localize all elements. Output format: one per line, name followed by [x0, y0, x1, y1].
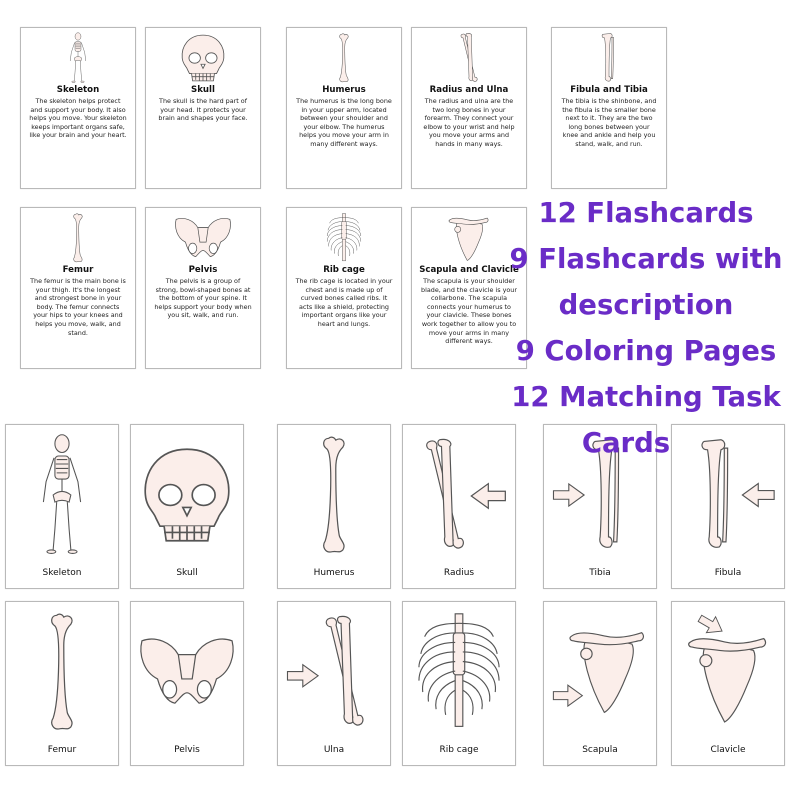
- femur-icon: [21, 212, 135, 264]
- desc-card-scapula-clavicle: Scapula and Clavicle The scapula is your…: [411, 207, 527, 369]
- fibula-tibia-icon: [552, 32, 666, 84]
- pelvis-icon: [135, 610, 239, 734]
- desc-card-text: The skull is the hard part of your head.…: [158, 97, 248, 123]
- radius-arrow-icon: [407, 433, 511, 557]
- match-card-clavicle: Clavicle: [671, 601, 785, 766]
- desc-card-title: Fibula and Tibia: [570, 85, 648, 95]
- match-card-label: Scapula: [582, 745, 618, 755]
- desc-card-text: The rib cage is located in your chest an…: [295, 277, 393, 328]
- desc-card-pelvis: Pelvis The pelvis is a group of strong, …: [145, 207, 261, 369]
- match-card-label: Tibia: [589, 568, 611, 578]
- match-card-label: Humerus: [313, 568, 355, 578]
- match-card-label: Clavicle: [710, 745, 746, 755]
- match-card-fibula: Fibula: [671, 424, 785, 589]
- desc-card-fibula-tibia: Fibula and Tibia The tibia is the shinbo…: [551, 27, 667, 189]
- match-card-label: Femur: [47, 745, 77, 755]
- desc-card-text: The tibia is the shinbone, and the fibul…: [561, 97, 657, 148]
- desc-card-rib-cage: Rib cage The rib cage is located in your…: [286, 207, 402, 369]
- skeleton-icon: [10, 433, 114, 557]
- femur-icon: [10, 610, 114, 734]
- match-card-label: Fibula: [714, 568, 742, 578]
- desc-card-text: The femur is the main bone is your thigh…: [30, 277, 126, 337]
- match-card-label: Ulna: [323, 745, 345, 755]
- match-card-skull: Skull: [130, 424, 244, 589]
- match-card-ulna: Ulna: [277, 601, 391, 766]
- desc-card-humerus: Humerus The humerus is the long bone in …: [286, 27, 402, 189]
- promo-line: Cards: [581, 427, 671, 459]
- skull-icon: [146, 32, 260, 84]
- promo-line: 12 Flashcards: [538, 197, 754, 229]
- match-card-tibia: Tibia: [543, 424, 657, 589]
- desc-card-title: Radius and Ulna: [429, 85, 509, 95]
- match-card-label: Skeleton: [42, 568, 82, 578]
- skeleton-icon: [21, 32, 135, 84]
- clavicle-arrow-icon: [676, 610, 780, 734]
- match-card-label: Skull: [176, 568, 198, 578]
- match-card-radius: Radius: [402, 424, 516, 589]
- desc-card-femur: Femur The femur is the main bone is your…: [20, 207, 136, 369]
- humerus-icon: [287, 32, 401, 84]
- desc-card-title: Scapula and Clavicle: [419, 265, 519, 275]
- product-promo-text: 12 Flashcards 9 Flashcards with descript…: [498, 190, 794, 466]
- ulna-arrow-icon: [282, 610, 386, 734]
- desc-card-text: The skeleton helps protect and support y…: [29, 97, 127, 140]
- match-card-label: Radius: [443, 568, 475, 578]
- promo-line: 9 Coloring Pages: [515, 335, 777, 367]
- desc-card-title: Skeleton: [56, 85, 100, 95]
- match-card-skeleton: Skeleton: [5, 424, 119, 589]
- desc-card-title: Humerus: [322, 85, 366, 95]
- pelvis-icon: [146, 212, 260, 264]
- desc-card-title: Rib cage: [323, 265, 365, 275]
- promo-line: 9 Flashcards with: [509, 243, 783, 275]
- match-card-femur: Femur: [5, 601, 119, 766]
- rib-cage-icon: [407, 610, 511, 734]
- match-card-humerus: Humerus: [277, 424, 391, 589]
- radius-ulna-icon: [412, 32, 526, 84]
- rib-cage-icon: [287, 212, 401, 264]
- desc-card-title: Femur: [62, 265, 94, 275]
- match-card-scapula: Scapula: [543, 601, 657, 766]
- match-card-rib-cage: Rib cage: [402, 601, 516, 766]
- desc-card-skull: Skull The skull is the hard part of your…: [145, 27, 261, 189]
- desc-card-title: Skull: [191, 85, 215, 95]
- promo-line: description: [558, 289, 734, 321]
- desc-card-skeleton: Skeleton The skeleton helps protect and …: [20, 27, 136, 189]
- desc-card-text: The humerus is the long bone in your upp…: [296, 97, 392, 148]
- skull-icon: [135, 433, 239, 557]
- match-card-label: Rib cage: [439, 745, 479, 755]
- desc-card-title: Pelvis: [188, 265, 218, 275]
- desc-card-radius-ulna: Radius and Ulna The radius and ulna are …: [411, 27, 527, 189]
- desc-card-text: The radius and ulna are the two long bon…: [423, 97, 515, 148]
- desc-card-text: The scapula is your shoulder blade, and …: [421, 277, 517, 346]
- desc-card-text: The pelvis is a group of strong, bowl-sh…: [154, 277, 252, 320]
- match-card-pelvis: Pelvis: [130, 601, 244, 766]
- scapula-arrow-icon: [548, 610, 652, 734]
- match-card-label: Pelvis: [174, 745, 200, 755]
- promo-line: 12 Matching Task: [511, 381, 781, 413]
- humerus-icon: [282, 433, 386, 557]
